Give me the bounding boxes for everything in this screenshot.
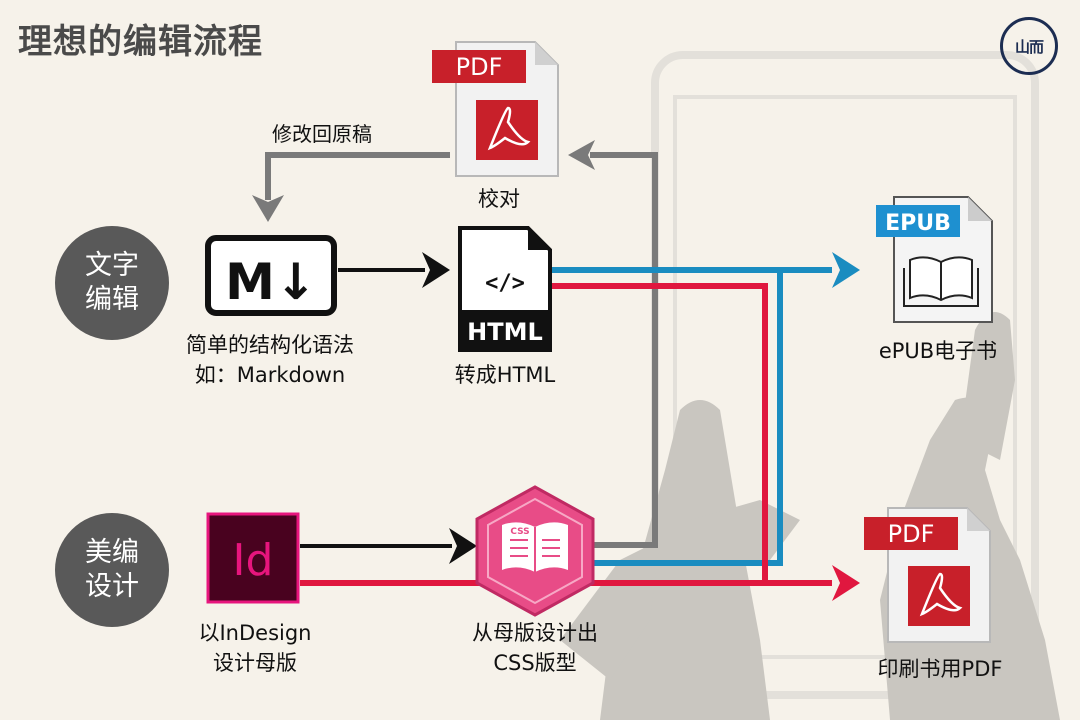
- html-caption-line1: 转成HTML: [454, 363, 556, 387]
- section-layout-design-line2: 设计: [85, 571, 139, 602]
- css-book-icon: CSS: [475, 485, 595, 617]
- indesign-caption-line2: 设计母版: [213, 651, 297, 675]
- edge-gray-revise: [252, 152, 450, 222]
- pdf-print-caption-line1: 印刷书用PDF: [877, 657, 1003, 681]
- indesign-icon: Id: [206, 512, 300, 604]
- pdf-proof-caption: 校对: [454, 184, 544, 214]
- edge-indesign-to-css: [300, 528, 477, 564]
- epub-caption: ePUB电子书: [858, 336, 1018, 366]
- epub-icon: EPUB: [876, 196, 993, 323]
- indesign-caption-line1: 以InDesign: [198, 621, 312, 645]
- indesign-badge: Id: [233, 535, 274, 586]
- pdf-proof-badge: PDF: [456, 53, 503, 81]
- epub-badge: EPUB: [885, 211, 951, 236]
- section-layout-design-line1: 美编: [85, 537, 139, 568]
- page-title: 理想的编辑流程: [18, 22, 263, 62]
- edge-gray-proof: [568, 140, 658, 548]
- css-badge: CSS: [510, 527, 529, 537]
- indesign-caption: 以InDesign 设计母版: [180, 618, 330, 678]
- html-caption: 转成HTML: [430, 360, 580, 390]
- epub-caption-line1: ePUB电子书: [878, 339, 998, 363]
- markdown-caption: 简单的结构化语法 如：Markdown: [160, 330, 380, 390]
- section-text-editing-line2: 编辑: [85, 284, 139, 315]
- pdf-print-badge: PDF: [888, 520, 935, 548]
- markdown-badge: M↓: [225, 253, 317, 311]
- css-caption: 从母版设计出 CSS版型: [445, 618, 625, 678]
- html-badge: HTML: [467, 318, 543, 346]
- pdf-proof-caption-line1: 校对: [478, 187, 520, 211]
- brand-logo: 山而: [1000, 17, 1058, 75]
- section-text-editing: 文字 编辑: [55, 226, 169, 340]
- html-document-icon: </> HTML: [458, 226, 552, 352]
- html-code-glyph: </>: [485, 271, 525, 296]
- markdown-caption-line1: 简单的结构化语法: [186, 333, 354, 357]
- pdf-print-caption: 印刷书用PDF: [855, 654, 1025, 684]
- section-layout-design: 美编 设计: [55, 513, 169, 627]
- edge-blue-epub: [548, 252, 860, 566]
- css-caption-line1: 从母版设计出: [472, 621, 598, 645]
- edge-markdown-to-html: [338, 252, 450, 288]
- pdf-print-icon: PDF: [864, 507, 991, 643]
- section-text-editing-line1: 文字: [85, 250, 139, 281]
- css-caption-line2: CSS版型: [493, 651, 577, 675]
- markdown-caption-line2: 如：Markdown: [194, 363, 346, 387]
- pdf-proof-icon: PDF: [432, 41, 559, 177]
- markdown-icon: M↓: [205, 235, 337, 316]
- edge-label-revise: 修改回原稿: [272, 122, 372, 146]
